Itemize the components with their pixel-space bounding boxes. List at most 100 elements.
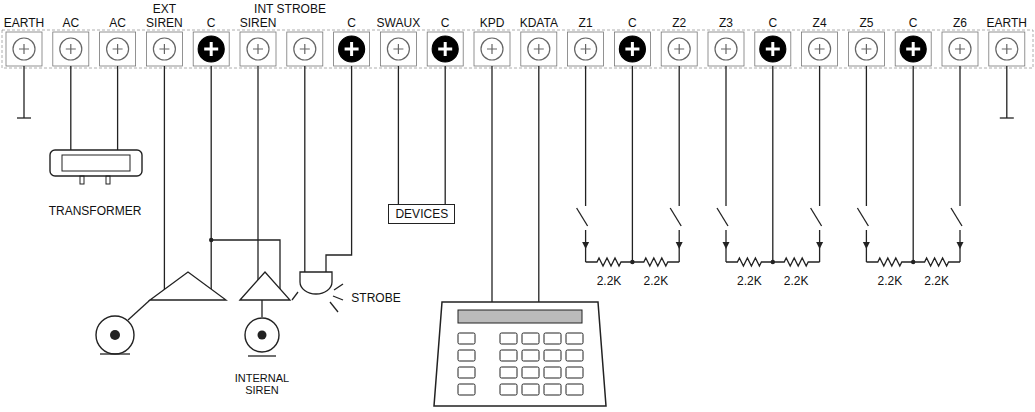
keypad-key <box>544 384 561 395</box>
keypad-key <box>458 384 475 395</box>
screw-terminal <box>614 32 650 66</box>
terminal-label: Z4 <box>813 17 827 30</box>
wire <box>398 66 399 204</box>
screw-terminal <box>521 32 557 66</box>
speaker-center <box>110 330 120 340</box>
resistor-value: 2.2K <box>924 275 949 288</box>
node-text: TRANSFORMER <box>30 204 160 218</box>
keypad-display <box>458 310 582 323</box>
screw-head <box>949 38 971 60</box>
switch-arrow <box>863 242 870 249</box>
keypad-key <box>544 367 561 378</box>
resistor-symbol <box>726 258 773 266</box>
speaker-center <box>258 331 267 340</box>
switch-arrow <box>957 242 964 249</box>
screw-slot <box>861 44 871 54</box>
screw-slot <box>766 42 780 56</box>
screw-slot <box>674 44 684 54</box>
screw-slot <box>204 42 218 56</box>
screw-head <box>760 36 786 62</box>
screw-head <box>13 38 35 60</box>
wire <box>304 66 305 272</box>
screw-terminal <box>568 32 604 66</box>
screw-terminal <box>240 32 276 66</box>
resistor-value: 2.2K <box>597 275 622 288</box>
screw-slot <box>534 44 544 54</box>
resistor-value: 2.2K <box>737 275 762 288</box>
speaker-base <box>100 353 130 354</box>
screw-terminal <box>755 32 791 66</box>
terminal-label: C <box>441 17 450 30</box>
resistor-symbol <box>586 258 633 266</box>
terminal-label: AC <box>62 17 79 30</box>
keypad-key <box>544 333 561 344</box>
screw-slot <box>906 42 920 56</box>
earth-symbol <box>17 117 31 118</box>
keypad-key <box>522 333 539 344</box>
screw-slot <box>159 44 169 54</box>
screw-slot <box>1002 44 1012 54</box>
keypad-key <box>522 367 539 378</box>
screw-slot <box>66 44 76 54</box>
screw-head <box>481 38 503 60</box>
screw-terminal <box>146 32 182 66</box>
screw-head <box>60 38 82 60</box>
terminal-label: Z3 <box>719 17 733 30</box>
screw-terminal <box>287 32 323 66</box>
screw-head <box>809 38 831 60</box>
keypad-key <box>500 367 517 378</box>
screw-head <box>247 38 269 60</box>
terminal-body <box>240 32 276 66</box>
screw-head <box>387 38 409 60</box>
terminal-label: C <box>207 17 216 30</box>
terminal-body <box>53 32 89 66</box>
terminal-body <box>614 32 650 66</box>
terminal-label: C <box>628 17 637 30</box>
strobe-ray <box>333 296 343 300</box>
screw-head <box>575 38 597 60</box>
terminal-body <box>380 32 416 66</box>
switch-arrow <box>582 242 589 249</box>
terminal-label: Z5 <box>859 17 873 30</box>
siren-horn <box>150 272 226 300</box>
junction-dot <box>209 238 213 242</box>
transformer: TRANSFORMER <box>30 140 160 218</box>
screw-head <box>432 36 458 62</box>
strobe-lamp <box>300 272 332 294</box>
terminal-label: C <box>909 17 918 30</box>
terminal-body <box>287 32 323 66</box>
resistor-symbol <box>773 258 820 266</box>
terminal-label: AC <box>109 17 126 30</box>
switch-blade <box>857 208 868 226</box>
screw-terminal <box>802 32 838 66</box>
resistor-value: 2.2K <box>643 275 668 288</box>
terminal-body <box>474 32 510 66</box>
screw-head <box>900 36 926 62</box>
wire <box>772 66 773 262</box>
node-text: DEVICES <box>395 207 448 221</box>
keypad-key <box>458 333 475 344</box>
screw-slot <box>721 44 731 54</box>
earth-symbol <box>1000 117 1014 118</box>
screw-terminal <box>100 32 136 66</box>
heading-label: INT STROBE <box>254 3 326 16</box>
screw-slot <box>581 44 591 54</box>
screw-terminal <box>380 32 416 66</box>
screw-slot <box>438 42 452 56</box>
wire <box>257 66 258 280</box>
siren-horn <box>240 272 290 300</box>
screw-terminal <box>427 32 463 66</box>
keypad-body <box>434 302 606 406</box>
terminal-label: Z6 <box>953 17 967 30</box>
terminal-body <box>989 32 1025 66</box>
keypad-key <box>458 350 475 361</box>
wire <box>866 66 867 206</box>
keypad-key <box>544 350 561 361</box>
terminal-label: KDATA <box>520 17 558 30</box>
screw-slot <box>625 42 639 56</box>
terminal-body <box>6 32 42 66</box>
speaker-base <box>248 355 276 356</box>
screw-head <box>715 38 737 60</box>
terminal-label: EARTH <box>987 17 1027 30</box>
screw-terminal <box>6 32 42 66</box>
